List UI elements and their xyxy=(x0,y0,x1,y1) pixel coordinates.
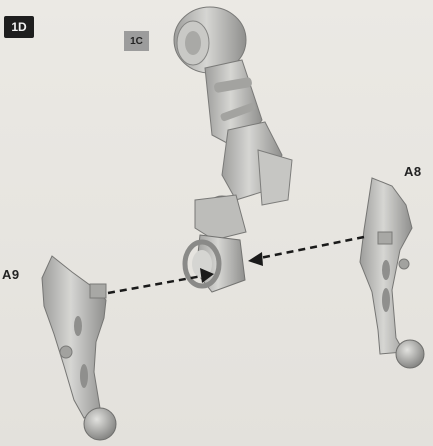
part-label-a9: A9 xyxy=(2,267,20,282)
arrow-a8-to-arm xyxy=(248,237,364,266)
part-a8 xyxy=(360,178,424,368)
step-number-badge: 1D xyxy=(4,16,34,38)
arm-assembly xyxy=(174,7,292,292)
part-a9 xyxy=(42,256,116,440)
part-label-a8: A8 xyxy=(404,164,422,179)
reference-step-tag: 1C xyxy=(124,31,149,51)
